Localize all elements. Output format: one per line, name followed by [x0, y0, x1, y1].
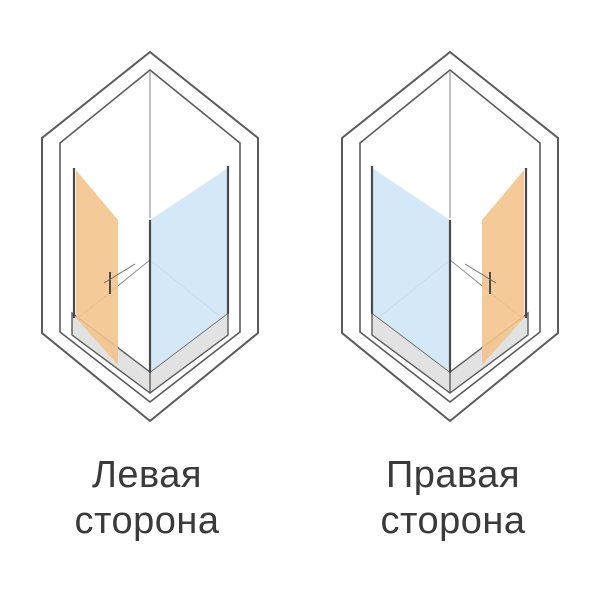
shower-diagram-left: [41, 50, 259, 423]
caption-left-line1: Левая: [91, 454, 203, 496]
caption-right: Правая сторона: [303, 452, 600, 544]
door-panel-orange: [482, 170, 524, 365]
caption-right-line1: Правая: [385, 454, 521, 496]
option-left-side[interactable]: Левая сторона: [0, 0, 300, 600]
handle-bar: [464, 263, 497, 284]
caption-right-line2: сторона: [380, 500, 526, 542]
shower-diagram-right: [341, 50, 559, 423]
glass-panel-blue: [372, 168, 450, 372]
caption-left: Левая сторона: [0, 452, 297, 544]
caption-left-line2: сторона: [74, 500, 220, 542]
door-panel-orange: [76, 170, 118, 365]
glass-panel-blue: [150, 168, 228, 372]
option-right-side[interactable]: Правая сторона: [300, 0, 600, 600]
handle-bar: [103, 263, 136, 284]
